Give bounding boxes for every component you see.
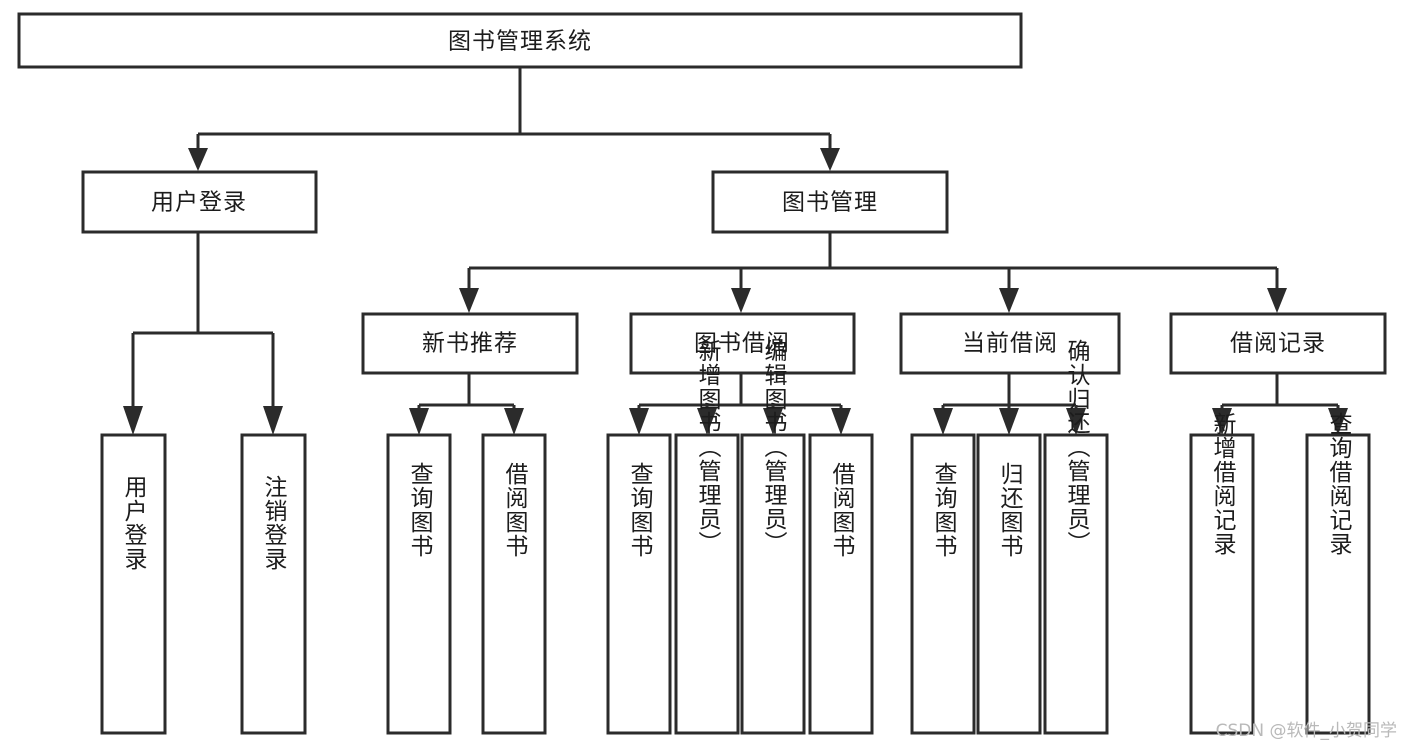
arrow-head-leaf-add-record [1212,408,1232,435]
arrow-head-leaf-borrow-book-rec [504,408,524,435]
node-book-borrow-label: 图书借阅 [694,331,790,357]
node-book-manage[interactable]: 图书管理 [711,170,949,234]
node-leaf-confirm-return-label: 确认归还（管理员） [1063,339,1091,555]
node-leaf-query-record-label: 查询借阅记录 [1325,412,1353,556]
node-leaf-query-record[interactable]: 查询借阅记录 [1305,412,1371,735]
node-user-login[interactable]: 用户登录 [81,170,318,234]
node-book-borrow[interactable]: 图书借阅 [629,312,856,375]
node-leaf-borrow-book-rec[interactable]: 借阅图书 [481,433,547,735]
node-leaf-query-book-b-box[interactable] [606,433,672,735]
node-leaf-add-book[interactable]: 新增图书（管理员） [674,339,740,735]
arrow-head-book-borrow [731,288,751,313]
csdn-watermark: CSDN @软件_小贺同学 [1215,721,1397,741]
node-leaf-borrow-book-b-label: 借阅图书 [828,462,856,558]
connector-group-book-manage [459,232,1287,313]
node-current-borrow-box[interactable] [899,312,1121,375]
arrow-head-borrow-record [1267,288,1287,313]
node-leaf-edit-book[interactable]: 编辑图书（管理员） [740,339,806,735]
node-leaf-logout-box[interactable] [240,433,307,735]
node-leaf-confirm-return[interactable]: 确认归还（管理员） [1043,339,1109,735]
arrow-head-leaf-query-book-rec [409,408,429,435]
node-leaf-query-book-c-label: 查询图书 [930,462,958,558]
node-leaf-edit-book-label: 编辑图书（管理员） [760,339,788,555]
node-leaf-add-book-box[interactable] [674,433,740,735]
arrow-head-leaf-logout [263,406,283,435]
node-leaf-add-record-label: 新增借阅记录 [1209,412,1237,556]
node-leaf-borrow-book-rec-label: 借阅图书 [501,462,529,558]
node-current-borrow[interactable]: 当前借阅 [899,312,1121,375]
node-new-book-rec[interactable]: 新书推荐 [361,312,579,375]
arrow-head-leaf-return-book [999,408,1019,435]
node-leaf-edit-book-box[interactable] [740,433,806,735]
node-book-manage-box[interactable] [711,170,949,234]
connector-group-current-borrow [933,373,1086,435]
arrow-head-leaf-borrow-book-b [831,408,851,435]
node-root-label: 图书管理系统 [448,29,592,55]
node-leaf-return-book[interactable]: 归还图书 [976,433,1042,735]
arrow-head-book-manage [820,148,840,171]
node-leaf-logout-label: 注销登录 [260,475,288,571]
node-new-book-rec-label: 新书推荐 [422,331,518,357]
node-leaf-user-login[interactable]: 用户登录 [100,433,167,735]
node-borrow-record-label: 借阅记录 [1230,331,1326,357]
node-user-login-label: 用户登录 [151,190,247,216]
node-root[interactable]: 图书管理系统 [17,12,1023,69]
node-borrow-record-box[interactable] [1169,312,1387,375]
connector-group-new-book-rec [409,373,524,435]
node-leaf-user-login-box[interactable] [100,433,167,735]
node-leaf-borrow-book-b[interactable]: 借阅图书 [808,433,874,735]
arrow-head-user-login [188,148,208,171]
node-new-book-rec-box[interactable] [361,312,579,375]
arrow-head-leaf-query-record [1328,408,1348,435]
node-leaf-query-record-box[interactable] [1305,433,1371,735]
arrow-head-new-book-rec [459,288,479,313]
arrow-head-leaf-edit-book [763,408,783,435]
connector-group-root [188,67,840,171]
node-leaf-query-book-b[interactable]: 查询图书 [606,433,672,735]
node-leaf-borrow-book-b-box[interactable] [808,433,874,735]
node-leaf-query-book-c[interactable]: 查询图书 [910,433,976,735]
connector-group-book-borrow [629,373,851,435]
node-root-box[interactable] [17,12,1023,69]
node-leaf-return-book-label: 归还图书 [996,462,1024,558]
node-leaf-query-book-b-label: 查询图书 [626,462,654,558]
node-leaf-query-book-c-box[interactable] [910,433,976,735]
node-borrow-record[interactable]: 借阅记录 [1169,312,1387,375]
node-leaf-add-record-box[interactable] [1189,433,1255,735]
node-book-borrow-box[interactable] [629,312,856,375]
connector-group-user-login [123,232,283,435]
arrow-head-leaf-confirm-return [1066,408,1086,435]
node-user-login-box[interactable] [81,170,318,234]
arrow-head-current-borrow [999,288,1019,313]
node-book-manage-label: 图书管理 [782,190,878,216]
arrow-head-leaf-query-book-b [629,408,649,435]
node-leaf-query-book-rec[interactable]: 查询图书 [386,433,452,735]
arrow-head-leaf-query-book-c [933,408,953,435]
node-leaf-query-book-rec-label: 查询图书 [406,462,434,558]
node-leaf-user-login-label: 用户登录 [120,475,148,571]
node-leaf-borrow-book-rec-box[interactable] [481,433,547,735]
node-current-borrow-label: 当前借阅 [962,331,1058,357]
node-leaf-add-book-label: 新增图书（管理员） [694,339,722,555]
connector-group-borrow-record [1212,373,1348,435]
node-leaf-confirm-return-box[interactable] [1043,433,1109,735]
arrow-head-leaf-add-book [697,408,717,435]
node-leaf-query-book-rec-box[interactable] [386,433,452,735]
node-leaf-logout[interactable]: 注销登录 [240,433,307,735]
node-leaf-add-record[interactable]: 新增借阅记录 [1189,412,1255,735]
arrow-head-leaf-user-login [123,406,143,435]
node-leaf-return-book-box[interactable] [976,433,1042,735]
